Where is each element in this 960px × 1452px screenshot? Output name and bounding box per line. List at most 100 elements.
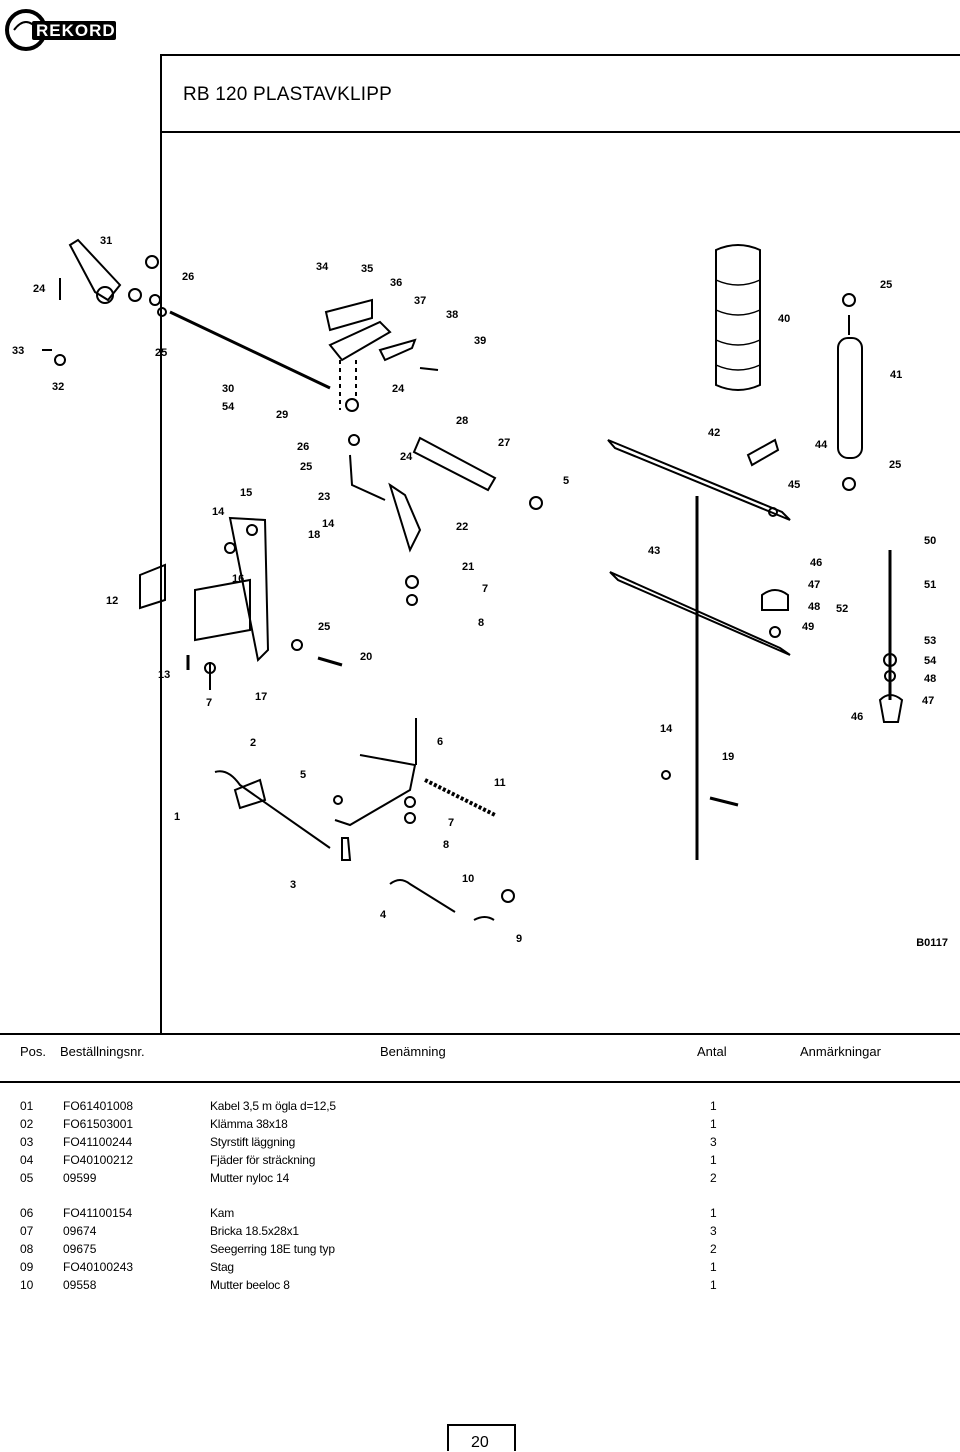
callout-label: 37 <box>414 295 426 307</box>
page-number-box-right <box>514 1424 516 1451</box>
row-name: Klämma 38x18 <box>210 1117 288 1131</box>
callout-label: 38 <box>446 309 458 321</box>
header-qty: Antal <box>697 1044 727 1059</box>
callout-label: 53 <box>924 635 936 647</box>
callout-label: 17 <box>255 691 267 703</box>
row-qty: 1 <box>710 1099 717 1113</box>
row-qty: 1 <box>710 1206 717 1220</box>
row-order-no: FO41100244 <box>63 1135 133 1149</box>
callout-label: 54 <box>222 401 235 413</box>
callout-label: 14 <box>660 723 673 735</box>
row-qty: 1 <box>710 1117 717 1131</box>
row-qty: 1 <box>710 1153 717 1167</box>
table-row: 01 FO61401008 Kabel 3,5 m ögla d=12,5 1 <box>0 1099 960 1116</box>
page-number: 20 <box>471 1434 489 1451</box>
callout-label: 8 <box>443 839 449 851</box>
callout-label: 36 <box>390 277 402 289</box>
row-name: Seegerring 18E tung typ <box>210 1242 335 1256</box>
row-order-no: 09599 <box>63 1171 97 1185</box>
callout-label: 19 <box>722 751 734 763</box>
callout-label: 5 <box>563 475 569 487</box>
brand-logo: REKORD <box>4 8 118 52</box>
callout-label: 25 <box>889 459 901 471</box>
callout-label: 27 <box>498 437 510 449</box>
callout-label: 11 <box>494 777 506 789</box>
callout-label: 43 <box>648 545 660 557</box>
row-pos: 05 <box>20 1171 34 1185</box>
row-pos: 01 <box>20 1099 34 1113</box>
table-row: 09 FO40100243 Stag 1 <box>0 1260 960 1277</box>
row-order-no: FO40100212 <box>63 1153 134 1167</box>
callout-label: 24 <box>400 451 413 463</box>
row-name: Kam <box>210 1206 235 1220</box>
row-pos: 03 <box>20 1135 34 1149</box>
callout-label: 52 <box>836 603 848 615</box>
callout-label: 35 <box>361 263 373 275</box>
callout-label: 51 <box>924 579 936 591</box>
callout-label: 25 <box>880 279 892 291</box>
callout-label: 1 <box>174 811 180 823</box>
table-row: 03 FO41100244 Styrstift läggning 3 <box>0 1135 960 1152</box>
table-row: 04 FO40100212 Fjäder för sträckning 1 <box>0 1153 960 1170</box>
callout-label: 48 <box>924 673 936 685</box>
callout-label: 48 <box>808 601 820 613</box>
row-pos: 07 <box>20 1224 34 1238</box>
row-pos: 08 <box>20 1242 34 1256</box>
callout-label: 14 <box>212 506 225 518</box>
callout-label: 31 <box>100 235 112 247</box>
header-order-no: Beställningsnr. <box>60 1044 145 1059</box>
header-bottom-rule <box>0 1081 960 1083</box>
callout-label: 28 <box>456 415 468 427</box>
callout-label: 49 <box>802 621 814 633</box>
callout-label: 3 <box>290 879 296 891</box>
row-pos: 04 <box>20 1153 34 1167</box>
row-qty: 3 <box>710 1224 717 1238</box>
callout-label: 39 <box>474 335 486 347</box>
callout-label: 40 <box>778 313 790 325</box>
callout-label: 24 <box>392 383 405 395</box>
callout-label: 47 <box>808 579 820 591</box>
row-pos: 10 <box>20 1278 34 1292</box>
row-name: Mutter beeloc 8 <box>210 1278 290 1292</box>
callout-label: 24 <box>33 283 46 295</box>
callout-label: 26 <box>182 271 194 283</box>
callout-label: 25 <box>155 347 167 359</box>
callout-label: 18 <box>308 529 320 541</box>
row-order-no: FO61503001 <box>63 1117 134 1131</box>
figure-code: B0117 <box>916 937 948 949</box>
row-order-no: FO61401008 <box>63 1099 134 1113</box>
callout-label: 14 <box>322 518 335 530</box>
header-pos: Pos. <box>20 1044 47 1059</box>
page-number-box-top <box>447 1424 516 1426</box>
callout-label: 25 <box>300 461 312 473</box>
callout-label: 4 <box>380 909 387 921</box>
callout-label: 47 <box>922 695 934 707</box>
table-row: 02 FO61503001 Klämma 38x18 1 <box>0 1117 960 1134</box>
title-rule <box>160 131 960 133</box>
callout-label: 15 <box>240 487 252 499</box>
row-qty: 2 <box>710 1171 717 1185</box>
page-number-box-left <box>447 1424 449 1451</box>
callout-label: 45 <box>788 479 800 491</box>
callout-label: 5 <box>300 769 306 781</box>
callout-label: 6 <box>437 736 443 748</box>
row-pos: 06 <box>20 1206 34 1220</box>
callout-label: 20 <box>360 651 372 663</box>
header-notes: Anmärkningar <box>800 1044 881 1059</box>
callout-label: 46 <box>851 711 863 723</box>
callout-label: 21 <box>462 561 474 573</box>
row-name: Styrstift läggning <box>210 1135 296 1149</box>
figure-bottom-rule <box>0 1033 960 1035</box>
callout-label: 7 <box>482 583 488 595</box>
callout-label: 16 <box>232 573 244 585</box>
row-name: Stag <box>210 1260 234 1274</box>
row-qty: 3 <box>710 1135 717 1149</box>
row-order-no: 09675 <box>63 1242 97 1256</box>
callout-label: 2 <box>250 737 256 749</box>
callout-label: 8 <box>478 617 484 629</box>
callout-label: 34 <box>316 261 329 273</box>
callout-label: 13 <box>158 669 170 681</box>
frame-top-rule <box>160 54 960 56</box>
